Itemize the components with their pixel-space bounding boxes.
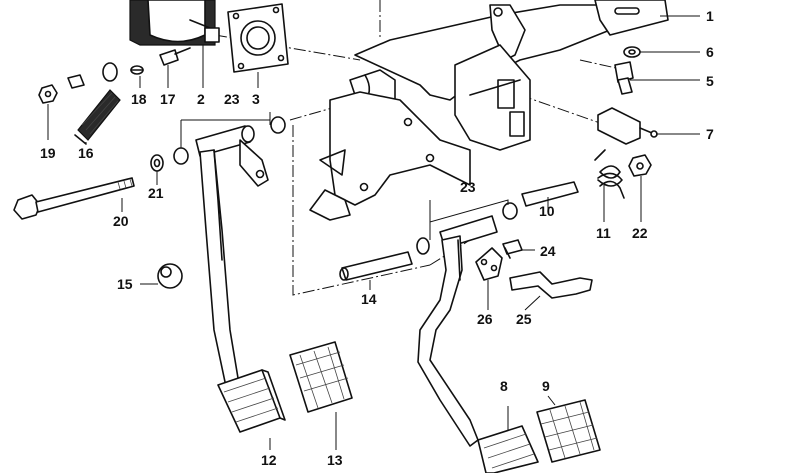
callout-23-left: 23 <box>224 91 240 107</box>
callout-labels: 1 2 3 5 6 7 8 9 10 11 12 13 14 15 16 17 … <box>40 8 714 468</box>
callout-20: 20 <box>113 213 129 229</box>
callout-17: 17 <box>160 91 176 107</box>
callout-9: 9 <box>542 378 550 394</box>
callout-2: 2 <box>197 91 205 107</box>
callout-3: 3 <box>252 91 260 107</box>
callout-16: 16 <box>78 145 94 161</box>
callout-10: 10 <box>539 203 555 219</box>
leader-lines <box>47 15 700 450</box>
part-21-washer <box>150 154 164 172</box>
callout-13: 13 <box>327 452 343 468</box>
callout-19: 19 <box>40 145 56 161</box>
callout-11: 11 <box>596 225 611 241</box>
part-7-switch <box>597 107 658 145</box>
part-18-clip <box>130 65 144 75</box>
part-11-spring <box>594 149 625 199</box>
callout-14: 14 <box>361 291 377 307</box>
part-26-link <box>475 247 503 281</box>
left-pedal-assembly <box>173 116 286 397</box>
callout-5: 5 <box>706 73 714 89</box>
part-15-cap <box>157 263 183 289</box>
part-8-pedal-pad <box>477 425 539 473</box>
part-22-nut <box>628 154 652 177</box>
callout-1: 1 <box>706 8 714 24</box>
part-6-washer <box>623 46 641 58</box>
callout-6: 6 <box>706 44 714 60</box>
callout-22: 22 <box>632 225 648 241</box>
callout-15: 15 <box>117 276 133 292</box>
part-16-spring-assembly <box>67 62 121 145</box>
part-24-bolt <box>502 239 523 259</box>
callout-21: 21 <box>148 185 164 201</box>
part-9-pedal-rubber <box>536 399 601 463</box>
callout-26: 26 <box>477 311 493 327</box>
callout-24: 24 <box>540 243 556 259</box>
part-3-plate <box>227 3 289 73</box>
callout-23-right: 23 <box>460 179 476 195</box>
part-25-rod <box>509 271 593 299</box>
callout-12: 12 <box>261 452 277 468</box>
part-19-nut <box>38 84 58 104</box>
part-17-bolt <box>159 47 191 66</box>
callout-25: 25 <box>516 311 532 327</box>
part-5-bolt <box>614 61 634 95</box>
callout-8: 8 <box>500 378 508 394</box>
part-20-bolt <box>13 177 135 220</box>
part-12-pedal-pad <box>217 369 286 433</box>
callout-7: 7 <box>706 126 714 142</box>
callout-18: 18 <box>131 91 147 107</box>
part-14-sleeve <box>339 251 413 281</box>
right-pedal-assembly <box>416 181 579 447</box>
part-13-pedal-rubber <box>289 341 353 413</box>
part-2-booster <box>129 0 220 46</box>
part-1-pedal-bracket <box>309 0 669 221</box>
